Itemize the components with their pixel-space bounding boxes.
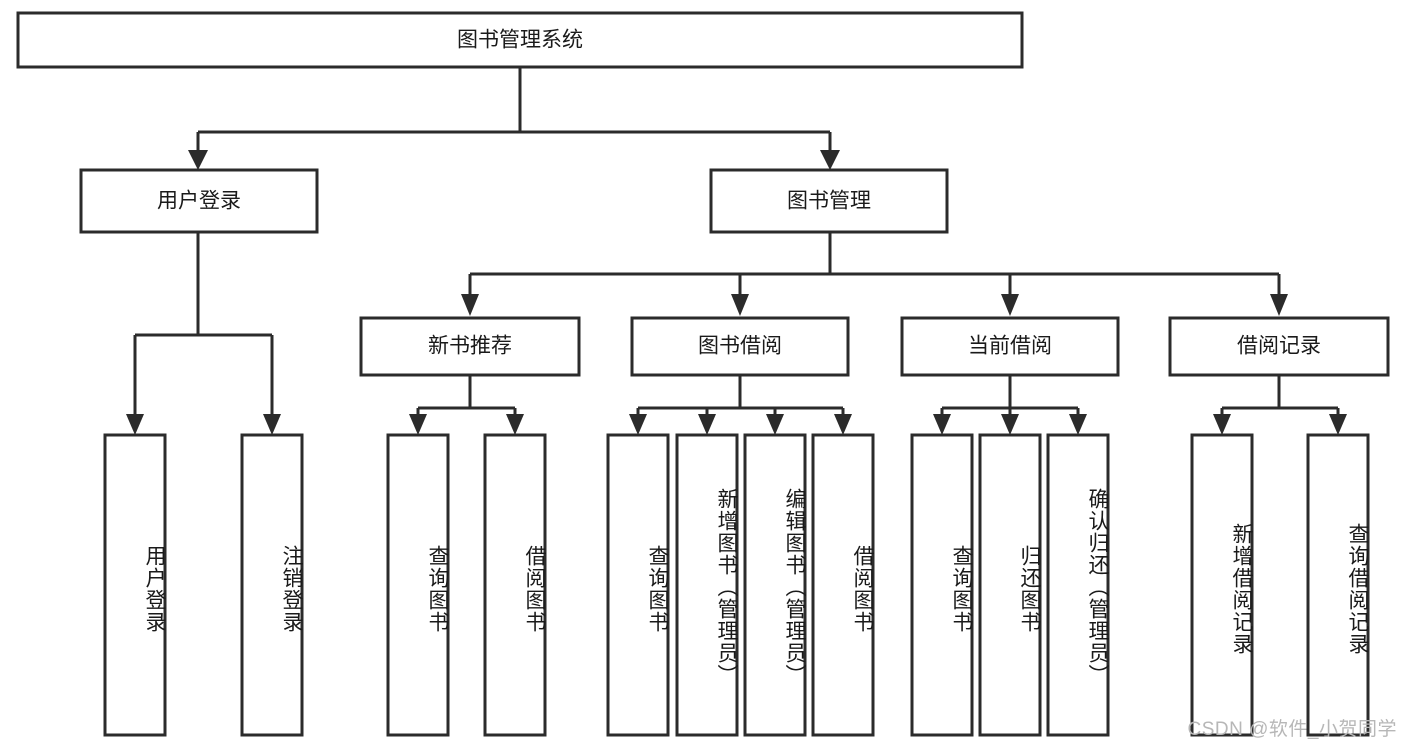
- node-current-borrow-label: 当前借阅: [968, 335, 1052, 358]
- arrowhead-leaf-confirm-return: [1069, 414, 1087, 435]
- node-user-login-label: 用户登录: [157, 190, 241, 213]
- arrowhead-leaf-add-record: [1213, 414, 1231, 435]
- node-new-book-recommend-label: 新书推荐: [428, 335, 512, 358]
- node-layer: 图书管理系统 用户登录 图书管理 新书推荐 图书借阅 当前借阅 借阅记录: [16, 11, 1390, 737]
- node-root[interactable]: [16, 11, 1024, 69]
- node-leaf-query-record-label: 查询借阅记录: [1346, 523, 1369, 655]
- node-leaf-confirm-return[interactable]: [1046, 433, 1110, 737]
- node-leaf-confirm-return-label: 确认归还（管理员）: [1086, 488, 1109, 686]
- arrowhead-leaf-query-record: [1329, 414, 1347, 435]
- arrowhead-borrow-record: [1270, 294, 1288, 316]
- arrowhead-leaf-query-book-1: [409, 414, 427, 435]
- node-book-manage-label: 图书管理: [787, 190, 871, 213]
- node-leaf-borrow-book-1[interactable]: [483, 433, 547, 737]
- arrowhead-leaf-borrow-book-1: [506, 414, 524, 435]
- arrowhead-new-book-recommend: [461, 294, 479, 316]
- arrowhead-book-manage: [820, 150, 840, 170]
- node-leaf-edit-book-label: 编辑图书（管理员）: [783, 488, 806, 686]
- arrowhead-user-login: [188, 150, 208, 170]
- node-leaf-user-login-label: 用户登录: [143, 545, 166, 633]
- node-book-manage[interactable]: [709, 168, 949, 234]
- node-leaf-query-book-2[interactable]: [606, 433, 670, 737]
- node-leaf-logout-label: 注销登录: [280, 545, 303, 633]
- connector-layer: [126, 67, 1347, 435]
- node-leaf-query-record[interactable]: [1306, 433, 1370, 737]
- node-leaf-return-book-label: 归还图书: [1018, 545, 1041, 633]
- arrowhead-book-borrow: [731, 294, 749, 316]
- arrowhead-leaf-query-book-2: [629, 414, 647, 435]
- arrowhead-leaf-edit-book: [766, 414, 784, 435]
- node-leaf-query-book-3-label: 查询图书: [950, 545, 973, 633]
- node-leaf-add-record[interactable]: [1190, 433, 1254, 737]
- node-user-login[interactable]: [79, 168, 319, 234]
- node-leaf-edit-book[interactable]: [743, 433, 807, 737]
- arrowhead-leaf-query-book-3: [933, 414, 951, 435]
- node-borrow-record-label: 借阅记录: [1237, 335, 1321, 358]
- node-current-borrow[interactable]: [900, 316, 1120, 377]
- node-new-book-recommend[interactable]: [359, 316, 581, 377]
- arrowhead-leaf-borrow-book-2: [834, 414, 852, 435]
- node-leaf-return-book[interactable]: [978, 433, 1042, 737]
- node-leaf-add-record-label: 新增借阅记录: [1230, 523, 1253, 655]
- arrowhead-current-borrow: [1001, 294, 1019, 316]
- node-leaf-borrow-book-1-label: 借阅图书: [523, 545, 546, 633]
- node-leaf-logout[interactable]: [240, 433, 304, 737]
- node-leaf-query-book-1[interactable]: [386, 433, 450, 737]
- node-borrow-record[interactable]: [1168, 316, 1390, 377]
- node-leaf-user-login[interactable]: [103, 433, 167, 737]
- node-leaf-query-book-3[interactable]: [910, 433, 974, 737]
- node-leaf-add-book-label: 新增图书（管理员）: [715, 488, 738, 686]
- node-leaf-borrow-book-2[interactable]: [811, 433, 875, 737]
- arrowhead-leaf-user-login: [126, 414, 144, 435]
- node-leaf-borrow-book-2-label: 借阅图书: [851, 545, 874, 633]
- node-leaf-query-book-1-label: 查询图书: [426, 545, 449, 633]
- node-leaf-query-book-2-label: 查询图书: [646, 545, 669, 633]
- node-book-borrow[interactable]: [630, 316, 850, 377]
- arrowhead-leaf-logout: [263, 414, 281, 435]
- node-leaf-add-book[interactable]: [675, 433, 739, 737]
- arrowhead-leaf-return-book: [1001, 414, 1019, 435]
- node-root-label: 图书管理系统: [457, 29, 583, 52]
- arrowhead-leaf-add-book: [698, 414, 716, 435]
- csdn-watermark: CSDN @软件_小贺同学: [1187, 719, 1397, 740]
- node-book-borrow-label: 图书借阅: [698, 335, 782, 358]
